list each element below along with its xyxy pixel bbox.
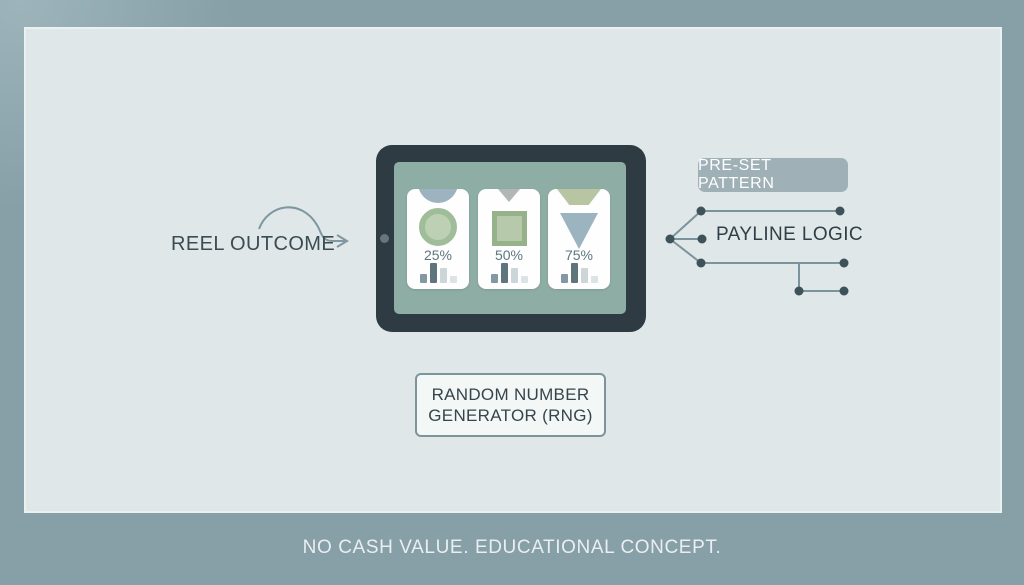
square-icon <box>492 211 527 246</box>
preset-pattern-badge: PRE-SET PATTERN <box>698 157 848 192</box>
percent-label: 50% <box>494 247 524 263</box>
trapezoid-notch-icon <box>557 189 601 205</box>
rng-line2: GENERATOR (RNG) <box>428 406 593 425</box>
probability-card-square: 50% <box>478 189 540 289</box>
circle-icon <box>419 208 457 246</box>
probability-card-triangle: 75% <box>548 189 610 289</box>
mini-bar-chart <box>478 262 540 283</box>
tablet-device: 25% 50% 75% <box>376 145 646 332</box>
triangle-notch-icon <box>498 189 520 202</box>
triangle-down-icon <box>560 213 598 249</box>
disclaimer-text: NO CASH VALUE. EDUCATIONAL CONCEPT. <box>302 537 722 558</box>
rng-box: RANDOM NUMBER GENERATOR (RNG) <box>415 373 606 437</box>
mini-bar-chart <box>407 262 469 283</box>
rng-line1: RANDOM NUMBER <box>431 385 590 404</box>
semicircle-notch-icon <box>418 189 458 203</box>
percent-label: 25% <box>423 247 453 263</box>
payline-logic-label: PAYLINE LOGIC <box>716 224 864 245</box>
probability-card-circle: 25% <box>407 189 469 289</box>
reel-outcome-label: REEL OUTCOME <box>171 233 336 255</box>
mini-bar-chart <box>548 262 610 283</box>
percent-label: 75% <box>564 247 594 263</box>
camera-dot-icon <box>380 234 389 243</box>
